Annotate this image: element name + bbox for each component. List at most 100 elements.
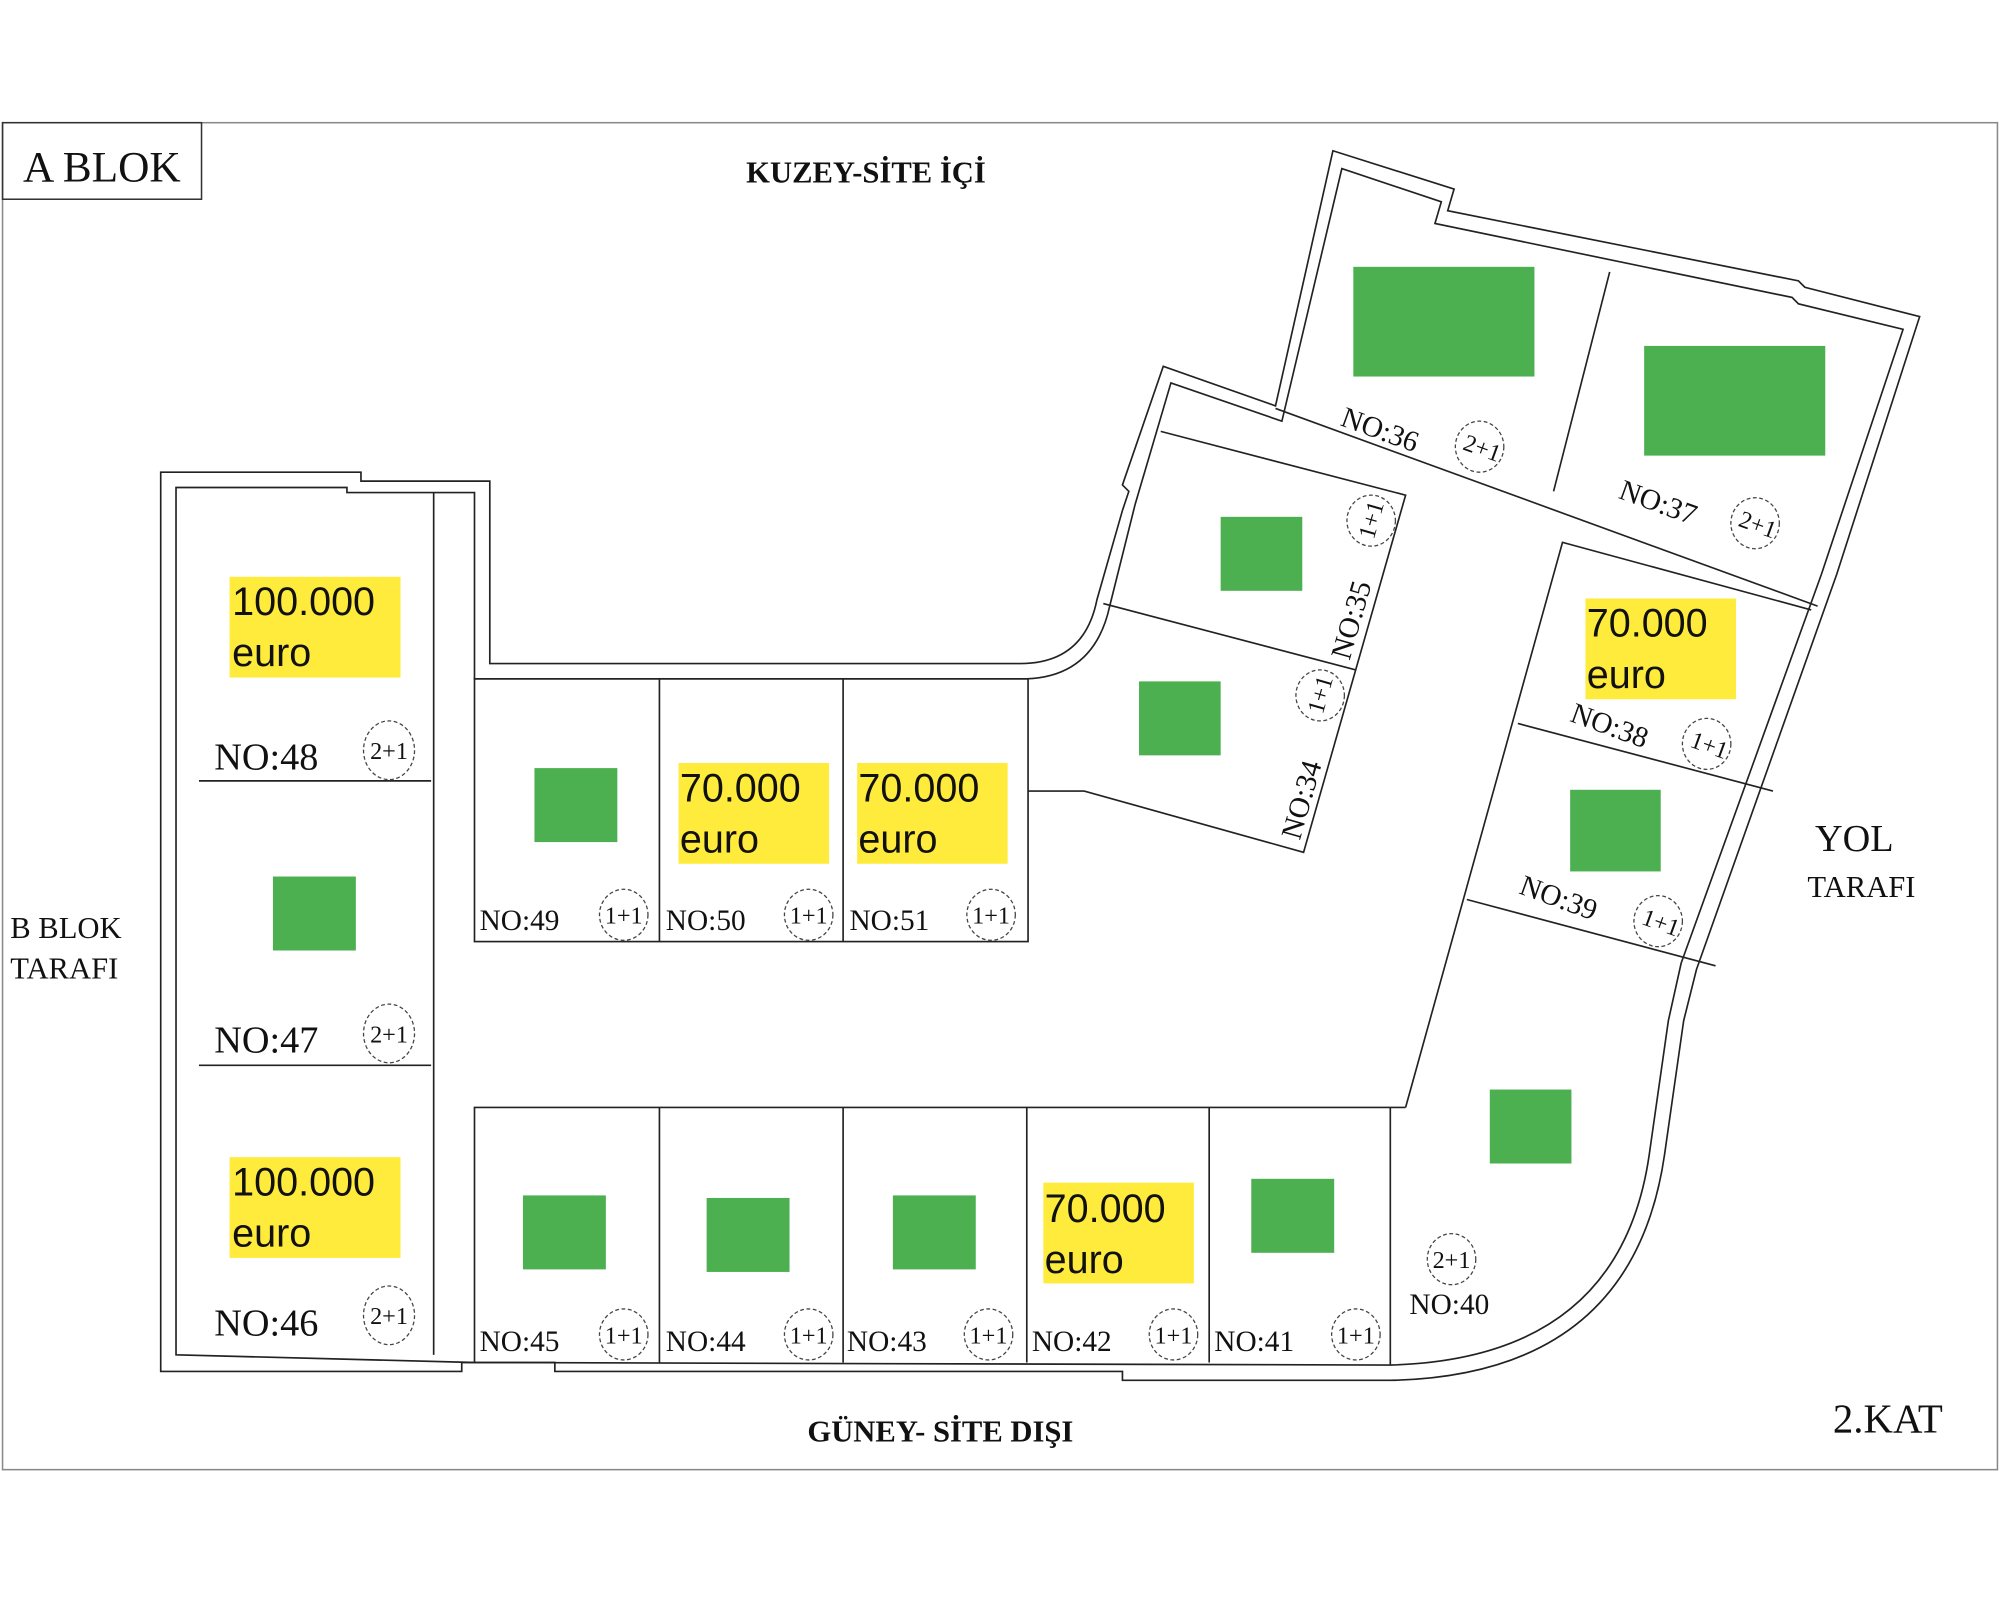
unit-number: NO:50 — [666, 905, 746, 937]
unit-price: 70.000 — [680, 766, 801, 810]
unit-type-badge — [966, 888, 1016, 941]
unit-37[interactable]: NO:37 2+1 — [1615, 345, 1826, 550]
unit-number: NO:38 — [1566, 697, 1652, 754]
unit-48[interactable]: 100.000 euro NO:48 2+1 — [214, 576, 416, 781]
unit-number: NO:48 — [214, 736, 318, 778]
unit-type-badge — [1426, 1233, 1477, 1286]
available-marker — [1570, 789, 1661, 872]
unit-number: NO:42 — [1032, 1326, 1112, 1358]
available-marker — [522, 1195, 606, 1270]
available-marker — [272, 876, 356, 951]
unit-type-badge — [1681, 717, 1732, 771]
unit-type: 1+1 — [1638, 904, 1683, 942]
east-label-2: TARAFI — [1807, 870, 1915, 904]
unit-type: 2+1 — [370, 738, 408, 765]
unit-36[interactable]: NO:36 2+1 — [1337, 266, 1535, 473]
unit-type-badge — [1330, 1308, 1381, 1361]
unit-type: 1+1 — [605, 1322, 643, 1349]
price-highlight — [1043, 1182, 1194, 1284]
price-highlight — [678, 763, 830, 864]
available-marker — [706, 1197, 790, 1272]
price-highlight — [1585, 598, 1736, 700]
unit-type: 1+1 — [1302, 673, 1338, 717]
available-marker — [1251, 1178, 1335, 1253]
unit-number: NO:51 — [849, 905, 929, 937]
unit-number: NO:34 — [1276, 757, 1329, 843]
west-label-2: TARAFI — [10, 952, 118, 986]
unit-type: 1+1 — [1353, 498, 1389, 542]
unit-43[interactable]: NO:43 1+1 — [847, 1195, 1014, 1361]
unit-type: 2+1 — [370, 1021, 408, 1048]
unit-47[interactable]: NO:47 2+1 — [214, 876, 416, 1064]
unit-currency: euro — [232, 631, 311, 675]
available-marker — [1644, 345, 1826, 456]
unit-number: NO:49 — [480, 905, 560, 937]
available-marker — [1139, 681, 1221, 756]
unit-type-badge — [362, 1285, 416, 1346]
unit-type: 1+1 — [790, 903, 828, 930]
unit-type-badge — [598, 1308, 649, 1361]
unit-type: 2+1 — [1433, 1247, 1471, 1274]
east-label-1: YOL — [1815, 818, 1894, 860]
unit-number: NO:45 — [480, 1326, 560, 1358]
available-marker — [1353, 266, 1535, 377]
unit-type-badge — [1148, 1308, 1199, 1361]
unit-49[interactable]: NO:49 1+1 — [480, 768, 649, 941]
unit-number: NO:44 — [666, 1326, 746, 1358]
unit-type: 1+1 — [1155, 1322, 1193, 1349]
unit-price: 70.000 — [1587, 602, 1708, 646]
unit-51[interactable]: 70.000 euro NO:51 1+1 — [849, 763, 1016, 941]
unit-type-badge — [598, 888, 649, 941]
floor-label: 2.KAT — [1833, 1397, 1943, 1442]
unit-42[interactable]: 70.000 euro NO:42 1+1 — [1032, 1182, 1199, 1361]
unit-type: 2+1 — [370, 1303, 408, 1330]
unit-number: NO:47 — [214, 1020, 318, 1062]
price-highlight — [229, 1157, 401, 1258]
unit-currency: euro — [1587, 653, 1666, 697]
unit-currency: euro — [680, 817, 759, 861]
unit-number: NO:41 — [1214, 1326, 1294, 1358]
unit-type-badge — [963, 1308, 1014, 1361]
unit-price: 70.000 — [858, 766, 979, 810]
unit-number: NO:39 — [1515, 870, 1601, 927]
unit-number: NO:37 — [1615, 474, 1701, 531]
unit-38[interactable]: 70.000 euro NO:38 1+1 — [1566, 598, 1736, 771]
unit-type: 1+1 — [790, 1322, 828, 1349]
unit-type: 1+1 — [1337, 1322, 1375, 1349]
building-walls — [159, 149, 1921, 1382]
west-label-1: B BLOK — [10, 911, 121, 945]
unit-currency: euro — [1045, 1238, 1124, 1282]
unit-41[interactable]: NO:41 1+1 — [1214, 1178, 1381, 1361]
unit-44[interactable]: NO:44 1+1 — [666, 1197, 834, 1361]
unit-type-badge — [362, 1003, 416, 1064]
price-highlight — [857, 763, 1008, 864]
unit-type: 2+1 — [1735, 506, 1780, 544]
block-title: A BLOK — [23, 143, 181, 191]
unit-price: 100.000 — [232, 580, 375, 624]
unit-type: 1+1 — [1687, 727, 1732, 765]
unit-type-badge — [1730, 497, 1780, 550]
unit-number: NO:40 — [1409, 1289, 1489, 1321]
unit-45[interactable]: NO:45 1+1 — [480, 1195, 649, 1361]
unit-currency: euro — [232, 1211, 311, 1255]
unit-price: 70.000 — [1045, 1187, 1166, 1231]
north-label: KUZEY-SİTE İÇİ — [746, 156, 986, 190]
available-marker — [892, 1195, 976, 1270]
unit-type: 1+1 — [605, 903, 643, 930]
unit-type: 1+1 — [970, 1322, 1008, 1349]
unit-40[interactable]: 2+1 NO:40 — [1409, 1089, 1572, 1321]
unit-number: NO:43 — [847, 1326, 927, 1358]
unit-type-badge — [1295, 669, 1346, 722]
unit-39[interactable]: NO:39 1+1 — [1515, 789, 1683, 948]
unit-type-badge — [1454, 420, 1505, 473]
unit-46[interactable]: 100.000 euro NO:46 2+1 — [214, 1157, 416, 1346]
unit-50[interactable]: 70.000 euro NO:50 1+1 — [666, 763, 834, 941]
block-title-box — [1, 121, 203, 201]
unit-35[interactable]: NO:35 1+1 — [1220, 494, 1397, 663]
unit-price: 100.000 — [232, 1160, 375, 1204]
unit-34[interactable]: NO:34 1+1 — [1139, 669, 1346, 843]
available-marker — [1220, 516, 1303, 591]
south-label: GÜNEY- SİTE DIŞI — [807, 1415, 1073, 1449]
unit-type-badge — [1346, 494, 1397, 547]
